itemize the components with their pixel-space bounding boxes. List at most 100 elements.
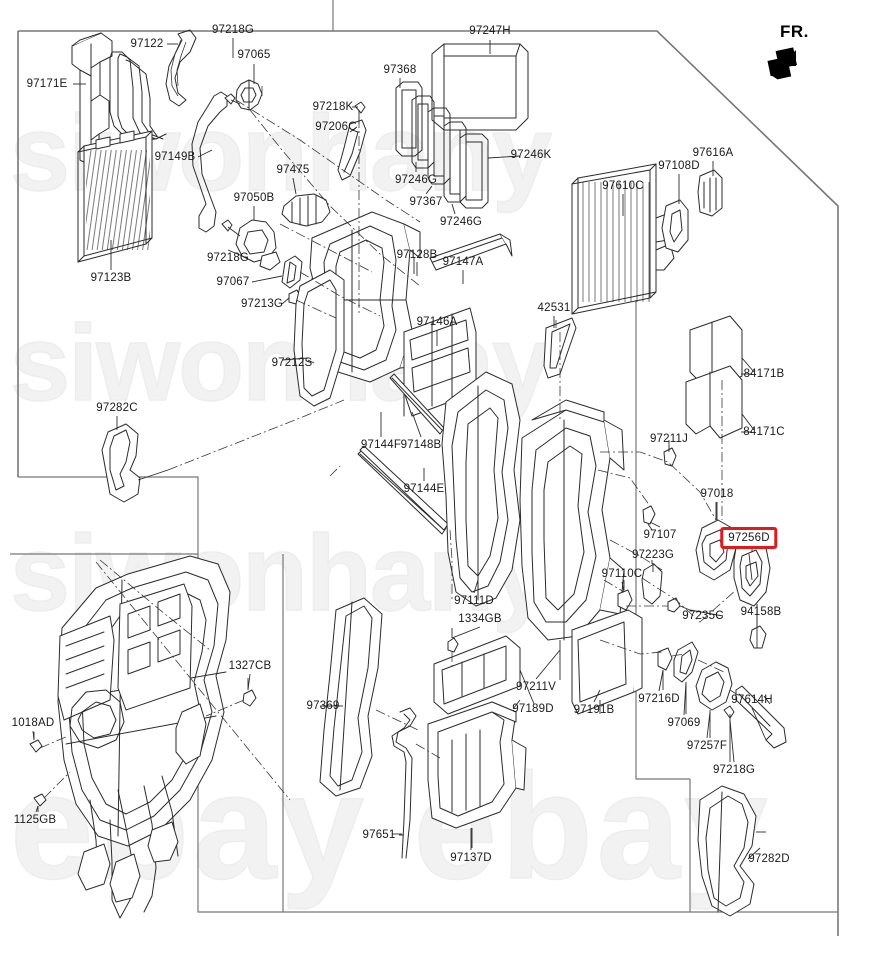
part-97123b bbox=[77, 130, 153, 263]
part-number-label[interactable]: 97218G bbox=[206, 252, 250, 264]
part-number-label[interactable]: 97148B bbox=[400, 439, 442, 451]
part-97067 bbox=[281, 255, 303, 289]
part-97257f bbox=[695, 661, 733, 738]
part-blower-assembly bbox=[57, 555, 231, 919]
part-number-label[interactable]: 97216D bbox=[638, 693, 680, 705]
part-97247h bbox=[431, 43, 529, 131]
part-number-label[interactable]: 97018 bbox=[700, 488, 734, 500]
part-number-label[interactable]: 97369 bbox=[306, 700, 340, 712]
part-number-label[interactable]: 97111D bbox=[454, 595, 494, 607]
part-number-label[interactable]: 97257F bbox=[686, 740, 728, 752]
part-97110c bbox=[617, 580, 633, 611]
part-number-label[interactable]: 97651 bbox=[362, 829, 396, 841]
part-number-label[interactable]: 97123B bbox=[90, 272, 132, 284]
part-number-label[interactable]: 97128B bbox=[396, 249, 438, 261]
part-number-label[interactable]: 97211V bbox=[516, 681, 556, 693]
part-97191b bbox=[571, 609, 643, 715]
part-number-label[interactable]: 97212S bbox=[271, 357, 313, 369]
part-97368 bbox=[395, 81, 423, 157]
part-number-label[interactable]: 97282C bbox=[96, 402, 138, 414]
part-number-label[interactable]: 97246G bbox=[439, 216, 483, 228]
part-number-label[interactable]: 97050B bbox=[233, 192, 275, 204]
part-number-label[interactable]: 97218G bbox=[211, 24, 255, 36]
part-number-label[interactable]: 97191B bbox=[573, 704, 615, 716]
part-number-label[interactable]: 1327CB bbox=[228, 660, 272, 672]
part-number-label[interactable]: 97218G bbox=[712, 764, 756, 776]
part-number-label[interactable]: 97246G bbox=[394, 174, 438, 186]
part-97246g-2 bbox=[443, 121, 467, 203]
part-97369 bbox=[319, 597, 383, 797]
part-number-label[interactable]: 84171B bbox=[743, 368, 785, 380]
leader-lines bbox=[32, 38, 767, 860]
part-number-label[interactable]: 97065 bbox=[237, 49, 271, 61]
part-number-label[interactable]: 97367 bbox=[409, 196, 443, 208]
assembly-axes bbox=[95, 86, 747, 801]
part-97111d bbox=[441, 371, 521, 607]
part-number-label[interactable]: 97610C bbox=[602, 180, 644, 192]
part-number-label[interactable]: 97223G bbox=[631, 549, 675, 561]
part-97065 bbox=[235, 79, 263, 111]
part-number-label[interactable]: 97144E bbox=[403, 483, 445, 495]
part-number-label[interactable]: 97206C bbox=[315, 121, 357, 133]
part-number-label[interactable]: 97146A bbox=[416, 316, 458, 328]
part-97218g-low bbox=[723, 705, 735, 762]
part-number-label[interactable]: 97475 bbox=[276, 164, 310, 176]
part-1327cb bbox=[205, 678, 257, 717]
part-97122 bbox=[165, 29, 197, 107]
part-97171e bbox=[71, 32, 113, 167]
part-97651 bbox=[391, 707, 417, 859]
part-1125gb bbox=[33, 771, 71, 812]
part-number-label[interactable]: 97211J bbox=[649, 433, 689, 445]
part-number-label[interactable]: 97246K bbox=[510, 149, 552, 161]
part-97149b-tube bbox=[191, 91, 228, 233]
part-number-label[interactable]: 97144F bbox=[360, 439, 402, 451]
part-number-label[interactable]: 94158B bbox=[740, 606, 782, 618]
part-number-label[interactable]: 1334GB bbox=[458, 613, 502, 625]
part-97614h bbox=[735, 685, 787, 749]
part-number-label[interactable]: 97235C bbox=[682, 610, 724, 622]
part-97149b bbox=[109, 51, 167, 141]
part-97218g-top bbox=[224, 93, 241, 105]
part-97108d bbox=[661, 199, 689, 253]
part-97282c bbox=[101, 423, 169, 503]
part-number-label[interactable]: 97213G bbox=[240, 298, 284, 310]
part-number-label[interactable]: 84171C bbox=[743, 426, 785, 438]
part-number-label[interactable]: 42531 bbox=[537, 302, 571, 314]
part-97610c bbox=[571, 163, 677, 315]
part-number-label[interactable]: 1125GB bbox=[13, 814, 57, 826]
part-number-label[interactable]: 97368 bbox=[383, 64, 417, 76]
part-number-label[interactable]: 97149B bbox=[154, 151, 196, 163]
part-97216d bbox=[657, 647, 673, 690]
front-orientation-marker: FR. bbox=[762, 22, 822, 80]
part-number-label[interactable]: 97171E bbox=[26, 78, 68, 90]
part-97137d bbox=[427, 701, 527, 848]
part-1334gb bbox=[447, 628, 459, 653]
part-97256d-shape bbox=[733, 539, 771, 607]
part-number-label[interactable]: 97122 bbox=[130, 38, 164, 50]
part-number-label[interactable]: 97110C bbox=[601, 568, 643, 580]
part-number-label[interactable]: 97189D bbox=[512, 703, 554, 715]
part-number-label[interactable]: 97614H bbox=[731, 694, 773, 706]
part-97189d bbox=[433, 635, 535, 715]
part-97218g-mid bbox=[221, 219, 241, 237]
part-number-label[interactable]: 97069 bbox=[667, 717, 701, 729]
part-number-label[interactable]: 97247H bbox=[469, 25, 511, 37]
part-97223g bbox=[641, 560, 663, 605]
part-number-label[interactable]: 1018AD bbox=[11, 717, 55, 729]
part-number-label[interactable]: 97218K bbox=[312, 101, 354, 113]
part-number-label[interactable]: 97282D bbox=[748, 853, 790, 865]
part-97146a bbox=[403, 307, 477, 417]
front-direction-label: FR. bbox=[780, 22, 809, 41]
part-number-label[interactable]: 97616A bbox=[692, 147, 734, 159]
part-97367 bbox=[427, 107, 451, 185]
part-number-label[interactable]: 97108D bbox=[658, 160, 700, 172]
part-97147a bbox=[429, 233, 513, 271]
highlighted-part-label[interactable]: 97256D bbox=[720, 527, 778, 549]
part-number-label[interactable]: 97107 bbox=[643, 529, 677, 541]
part-number-label[interactable]: 97137D bbox=[450, 852, 492, 864]
part-97475 bbox=[281, 193, 331, 227]
part-number-label[interactable]: 97147A bbox=[442, 256, 484, 268]
part-number-label[interactable]: 97067 bbox=[216, 276, 250, 288]
